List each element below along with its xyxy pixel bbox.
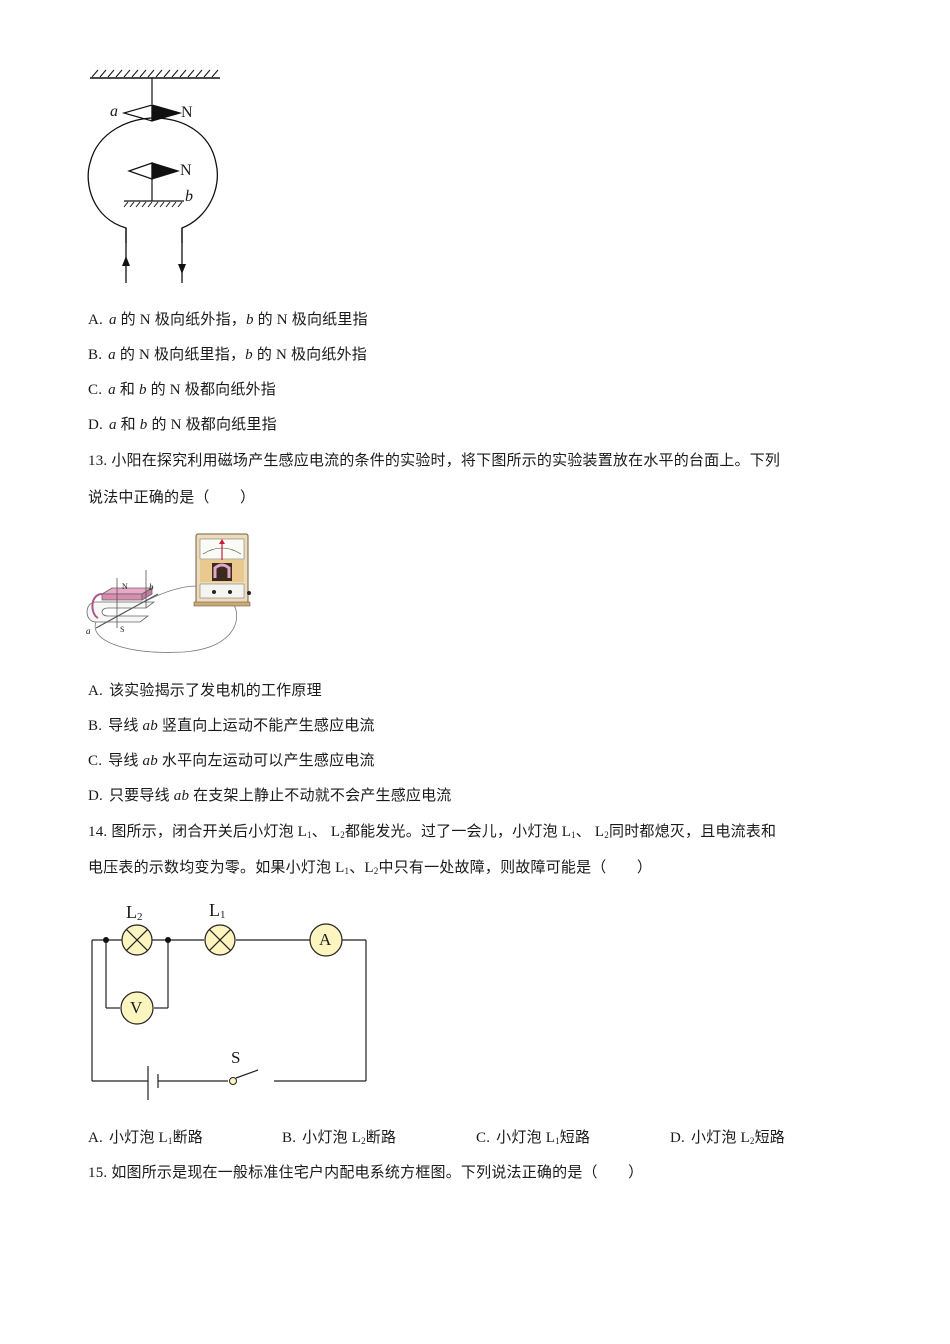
q15-stem: 15. 如图所示是现在一般标准住宅户内配电系统方框图。下列说法正确的是（ ） bbox=[88, 1165, 644, 1181]
voltmeter-icon bbox=[120, 991, 154, 1025]
q13-figure: N S a b bbox=[84, 530, 264, 662]
label-l2: L2 bbox=[126, 902, 143, 923]
q13-stem-line2: 说法中正确的是（ ） bbox=[88, 490, 256, 506]
current-down-arrow-icon bbox=[178, 264, 186, 274]
q14-options-row: A.小灯泡 L1断路 B.小灯泡 L2断路 C.小灯泡 L1短路 D.小灯泡 L… bbox=[88, 1128, 868, 1148]
q14-number: 14. bbox=[88, 824, 108, 840]
current-up-arrow-icon bbox=[122, 256, 130, 266]
label-magnet-n: N bbox=[122, 582, 128, 591]
q13-option-c[interactable]: C.导线 ab 水平向左运动可以产生感应电流 bbox=[88, 753, 375, 769]
q14-option-c[interactable]: C.小灯泡 L1短路 bbox=[476, 1130, 591, 1146]
q12-figure: a N N b bbox=[84, 68, 234, 288]
label-wire-a: a bbox=[86, 626, 91, 636]
q13-stem-line1: 13. 小阳在探究利用磁场产生感应电流的条件的实验时，将下图所示的实验装置放在水… bbox=[88, 453, 781, 469]
magnetic-needles-diagram bbox=[87, 69, 220, 283]
ammeter-icon bbox=[309, 923, 343, 957]
q14-stem-line1: 14. 图所示，闭合开关后小灯泡 L1、 L2都能发光。过了一会儿，小灯泡 L1… bbox=[88, 824, 777, 840]
q12-option-c[interactable]: C.a 和 b 的 N 极都向纸外指 bbox=[88, 382, 276, 398]
q14-option-d[interactable]: D.小灯泡 L2短路 bbox=[670, 1130, 786, 1146]
circuit-diagram bbox=[91, 923, 367, 1100]
label-voltmeter: V bbox=[130, 998, 143, 1017]
q14-stem-line2: 电压表的示数均变为零。如果小灯泡 L1、L2中只有一处故障，则故障可能是（ ） bbox=[88, 860, 653, 876]
label-n-top: N bbox=[181, 104, 193, 121]
label-a: a bbox=[110, 103, 118, 120]
q14-option-b[interactable]: B.小灯泡 L2断路 bbox=[282, 1130, 397, 1146]
label-ammeter: A bbox=[319, 930, 332, 949]
q13-option-d[interactable]: D.只要导线 ab 在支架上静止不动就不会产生感应电流 bbox=[88, 788, 452, 804]
q13-number: 13. bbox=[88, 453, 108, 469]
switch-icon bbox=[229, 1077, 237, 1085]
label-magnet-s: S bbox=[120, 625, 125, 634]
q12-option-d[interactable]: D.a 和 b 的 N 极都向纸里指 bbox=[88, 417, 277, 433]
q13-option-b[interactable]: B.导线 ab 竖直向上运动不能产生感应电流 bbox=[88, 718, 375, 734]
lamp-l2-icon bbox=[121, 924, 153, 956]
label-n-inner: N bbox=[180, 162, 192, 179]
junction-dot bbox=[103, 937, 109, 943]
q12-option-b[interactable]: B.a 的 N 极向纸里指，b 的 N 极向纸外指 bbox=[88, 347, 367, 363]
q12-option-a[interactable]: A.a 的 N 极向纸外指，b 的 N 极向纸里指 bbox=[88, 312, 368, 328]
q14-option-a[interactable]: A.小灯泡 L1断路 bbox=[88, 1130, 204, 1146]
lamp-l1-icon bbox=[204, 924, 236, 956]
induction-experiment-diagram bbox=[86, 533, 251, 653]
label-b: b bbox=[185, 188, 193, 205]
label-switch: S bbox=[231, 1048, 241, 1067]
q13-option-a[interactable]: A.该实验揭示了发电机的工作原理 bbox=[88, 683, 322, 699]
q14-circuit-figure: L2 L1 A V S bbox=[88, 898, 373, 1108]
junction-dot bbox=[165, 937, 171, 943]
q15-number: 15. bbox=[88, 1165, 108, 1181]
label-wire-b: b bbox=[149, 582, 154, 592]
label-l1: L1 bbox=[209, 900, 226, 921]
